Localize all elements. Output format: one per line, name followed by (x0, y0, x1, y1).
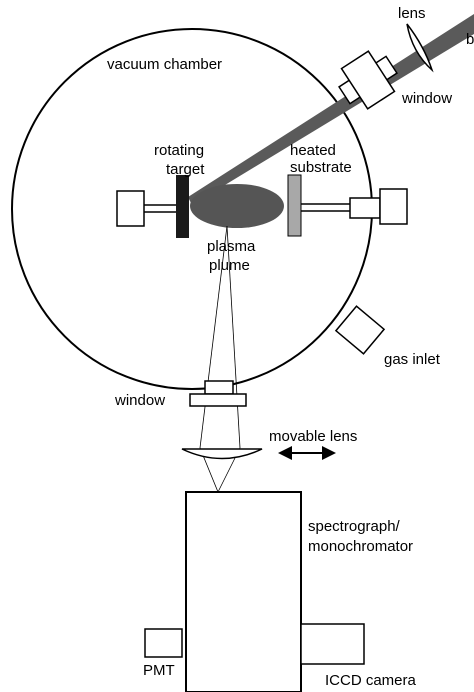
rotating-target (176, 175, 189, 238)
plasma-plume (190, 184, 284, 228)
label-monochromator: monochromator (308, 538, 413, 555)
laser-beam (188, 14, 474, 205)
collection-optics-rays (199, 225, 241, 493)
label-rotating: rotating (154, 142, 204, 159)
pmt-detector (144, 628, 183, 658)
label-spectrograph: spectrograph/ (308, 518, 401, 535)
label-heated: heated (290, 142, 336, 159)
gas-inlet-port (334, 305, 386, 355)
label-lens: lens (398, 5, 426, 22)
label-substrate: substrate (290, 159, 352, 176)
window-port-bottom (189, 380, 247, 407)
label-pmt: PMT (143, 662, 175, 679)
label-window-top: window (401, 90, 452, 107)
label-window-bottom: window (114, 392, 165, 409)
label-target: target (166, 161, 205, 178)
label-vacuum-chamber: vacuum chamber (107, 56, 222, 73)
label-beam: b (466, 31, 474, 48)
external-lens (406, 23, 434, 73)
label-movable-lens: movable lens (269, 428, 357, 445)
heated-substrate (287, 174, 302, 237)
substrate-manipulator (301, 188, 408, 225)
label-iccd-camera: ICCD camera (325, 672, 417, 689)
movable-lens (181, 448, 263, 460)
iccd-camera-box (300, 623, 365, 665)
spectrograph-box (185, 491, 302, 692)
label-plasma: plasma (207, 238, 256, 255)
movable-lens-arrow (278, 446, 336, 460)
label-gas-inlet: gas inlet (384, 351, 441, 368)
window-port-top (338, 50, 398, 110)
label-plume: plume (209, 257, 250, 274)
target-manipulator (116, 190, 176, 227)
